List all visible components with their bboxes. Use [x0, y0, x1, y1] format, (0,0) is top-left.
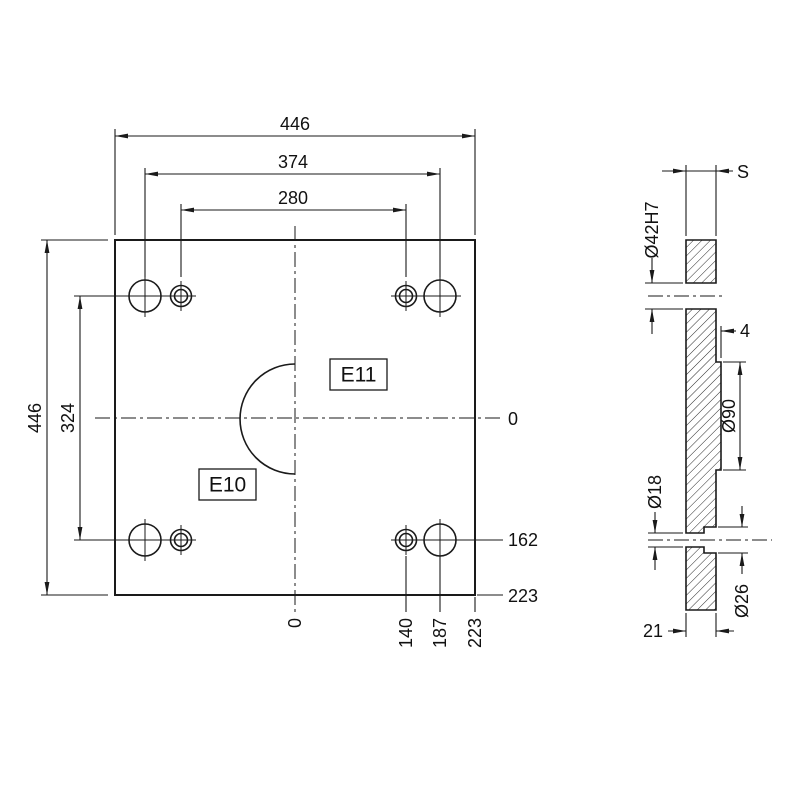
- dim-base-21: 21: [643, 613, 734, 641]
- right-coordinates: 0 162 223: [457, 409, 538, 606]
- coord-187-label: 187: [430, 618, 450, 648]
- coord-162-label: 162: [508, 530, 538, 550]
- recess-semicircle: [239, 363, 296, 475]
- section-upper-block: [685, 239, 717, 284]
- hole-top-left-small: [166, 281, 196, 311]
- hole-bottom-right-large: [419, 519, 461, 561]
- dim-374-label: 374: [278, 152, 308, 172]
- coord-zero-bottom-label: 0: [285, 618, 305, 628]
- hole-top-right-small: [391, 281, 421, 311]
- coord-223-right-label: 223: [508, 586, 538, 606]
- plate-centerlines: [95, 226, 503, 612]
- dim-26-label: Ø26: [732, 584, 752, 618]
- dim-boss-90: Ø90: [719, 361, 746, 471]
- dim-4-label: 4: [740, 321, 750, 341]
- dim-counterbore-26: Ø26: [718, 506, 752, 618]
- dim-324-label: 324: [58, 403, 78, 433]
- dim-left-outer: 446: [25, 239, 108, 596]
- dim-thickness-s: S: [662, 162, 749, 236]
- dim-280-label: 280: [278, 188, 308, 208]
- zone-e11-text: E11: [341, 364, 377, 387]
- zone-e10-text: E10: [209, 474, 246, 497]
- hole-bottom-left-small: [166, 525, 196, 555]
- dim-21-label: 21: [643, 621, 663, 641]
- dim-s-label: S: [737, 162, 749, 182]
- section-view: S Ø42H7 4 Ø90 Ø18: [642, 162, 772, 641]
- coord-223-bottom-label: 223: [465, 618, 485, 648]
- coord-140-label: 140: [396, 618, 416, 648]
- section-lower-block: [685, 546, 717, 611]
- dim-446-left-label: 446: [25, 403, 45, 433]
- zone-label-e11: E11: [329, 358, 388, 391]
- dim-step-4: 4: [720, 321, 750, 358]
- hole-bottom-right-small: [391, 525, 421, 555]
- coord-zero-right-label: 0: [508, 409, 518, 429]
- section-material: [685, 239, 722, 611]
- dim-90-label: Ø90: [719, 399, 739, 433]
- dim-18-label: Ø18: [645, 475, 665, 509]
- dim-bore-42h7: Ø42H7: [642, 201, 683, 334]
- section-middle-block: [685, 308, 722, 534]
- zone-label-e10: E10: [198, 468, 257, 501]
- hole-top-right-large: [419, 275, 461, 317]
- bottom-coordinates: 0 140 187 223: [285, 556, 485, 648]
- dim-left-inner: 324: [58, 295, 136, 541]
- dim-hole-18: Ø18: [645, 475, 683, 570]
- dim-top-outer: 446: [114, 114, 476, 235]
- dim-top-inner: 280: [180, 188, 407, 277]
- dim-top-mid: 374: [144, 152, 441, 277]
- front-view: 446 374 280 446 324: [25, 114, 538, 648]
- dim-42h7-label: Ø42H7: [642, 201, 662, 258]
- dim-446-top-label: 446: [280, 114, 310, 134]
